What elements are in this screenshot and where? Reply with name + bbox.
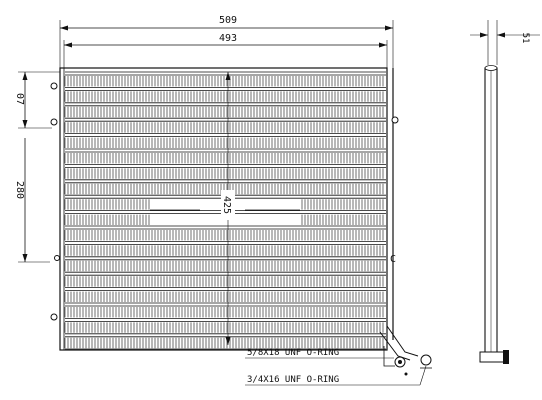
tube-row xyxy=(64,71,386,87)
mount-hole-right-upper xyxy=(391,116,399,124)
tube-row xyxy=(64,163,386,179)
mount-hole-left-middle xyxy=(50,118,58,126)
tube-row xyxy=(64,302,386,318)
tube-row xyxy=(64,256,386,272)
dimension-280: 280 xyxy=(14,138,50,263)
dimension-label-core-width: 493 xyxy=(219,33,237,44)
dimension-493: 493 xyxy=(63,33,388,68)
dimension-label-top-offset: 07 xyxy=(14,93,25,105)
fitting-large-icon xyxy=(420,354,432,366)
tube-row xyxy=(64,240,386,256)
dimension-425: 425 xyxy=(221,72,235,345)
tube-rows xyxy=(64,71,386,350)
dimension-label-overall-width: 509 xyxy=(219,15,237,26)
tube-row xyxy=(64,133,386,148)
front-view xyxy=(59,67,394,351)
tube-row xyxy=(64,317,386,333)
tube-row xyxy=(64,117,386,133)
callout-text-small-fitting: 5/8X18 UNF O-RING xyxy=(247,348,339,358)
marker-c-upper: C xyxy=(390,254,396,265)
tube-row xyxy=(64,333,386,349)
tube-row xyxy=(64,287,386,302)
tube-row xyxy=(64,102,386,118)
mounting-points xyxy=(50,82,399,321)
tube-row xyxy=(64,87,386,102)
mount-hole-left-mid xyxy=(54,255,60,261)
mount-hole-left-upper xyxy=(50,82,58,90)
side-view: 51 xyxy=(470,20,540,364)
fitting-assembly xyxy=(379,325,432,376)
tube-row xyxy=(64,225,386,241)
dimension-label-left-height: 280 xyxy=(14,181,25,199)
dimension-label-side-width: 51 xyxy=(520,33,530,44)
tube-row xyxy=(64,179,386,195)
mount-hole-left-lower xyxy=(50,313,58,321)
tube-row xyxy=(64,148,386,164)
dimension-509: 509 xyxy=(59,15,394,68)
dimension-07: 07 xyxy=(14,71,60,129)
callout-text-large-fitting: 3/4X16 UNF O-RING xyxy=(247,375,339,385)
dimension-label-core-height: 425 xyxy=(221,196,232,214)
side-fitting xyxy=(479,351,507,363)
callout-large-fitting: 3/4X16 UNF O-RING xyxy=(245,365,427,386)
callout-small-fitting: 5/8X18 UNF O-RING xyxy=(245,348,394,359)
tube-row xyxy=(64,271,386,287)
